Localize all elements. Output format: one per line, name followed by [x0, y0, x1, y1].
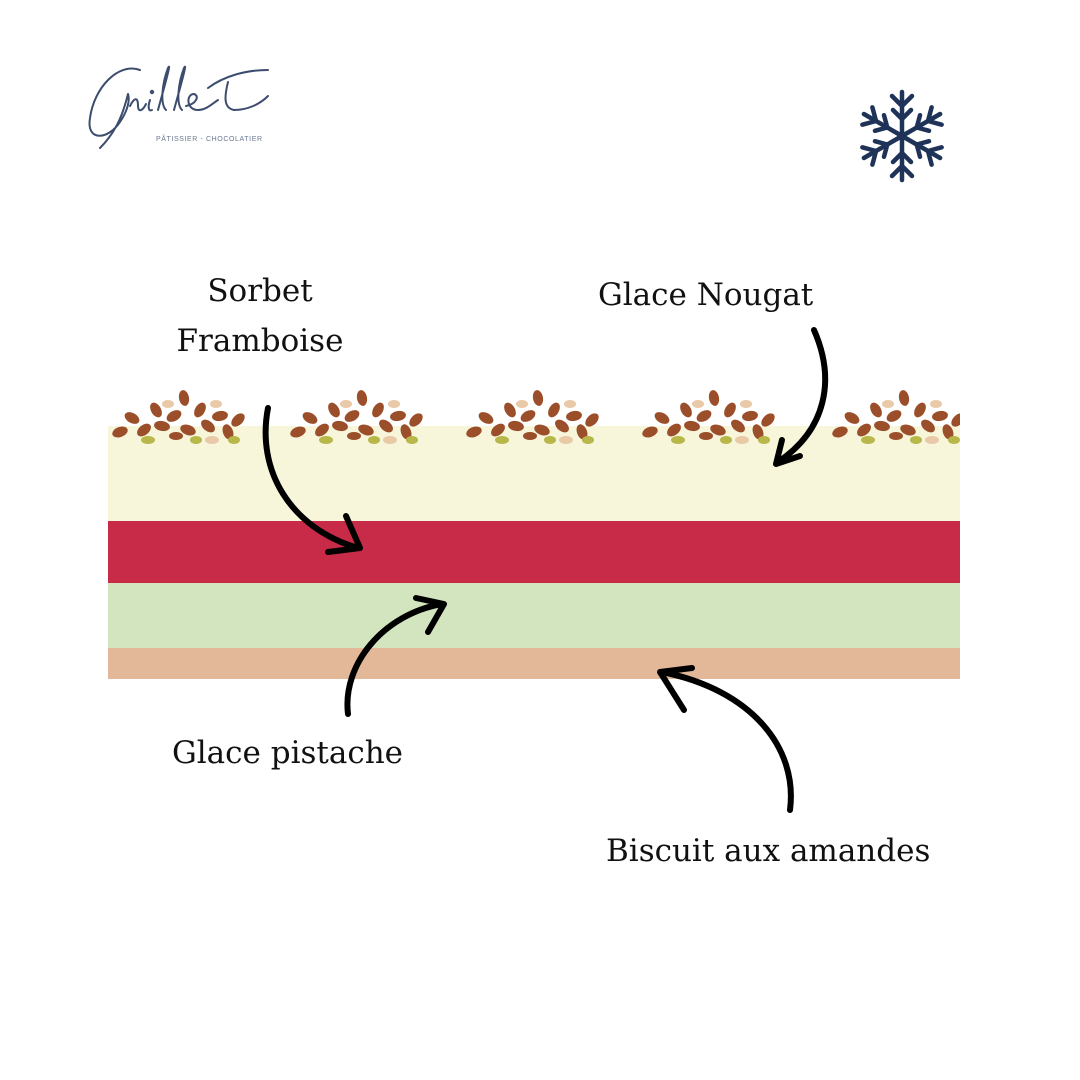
layer-glace-pistache	[108, 583, 960, 648]
layer-biscuit-amandes	[108, 648, 960, 679]
label-glace-nougat: Glace Nougat	[598, 277, 814, 313]
arrow-glace-pistache	[344, 595, 447, 717]
label-sorbet-line1: Sorbet	[207, 273, 313, 309]
guillet-logo	[88, 65, 269, 149]
arrow-biscuit-amandes	[657, 665, 794, 813]
label-sorbet-framboise: Sorbet Framboise	[160, 266, 360, 366]
label-glace-pistache: Glace pistache	[172, 735, 404, 771]
arrow-glace-nougat	[773, 327, 829, 467]
label-biscuit-amandes: Biscuit aux amandes	[606, 833, 931, 869]
arrow-sorbet-framboise	[262, 405, 363, 555]
label-sorbet-line2: Framboise	[176, 323, 344, 359]
cake-cross-section	[108, 389, 960, 679]
nut-topping	[112, 390, 245, 444]
snowflake-icon	[852, 89, 952, 186]
layer-glace-nougat	[108, 426, 960, 521]
logo-subtitle: PÂTISSIER - CHOCOLATIER	[156, 136, 263, 143]
layer-sorbet-framboise	[108, 521, 960, 583]
